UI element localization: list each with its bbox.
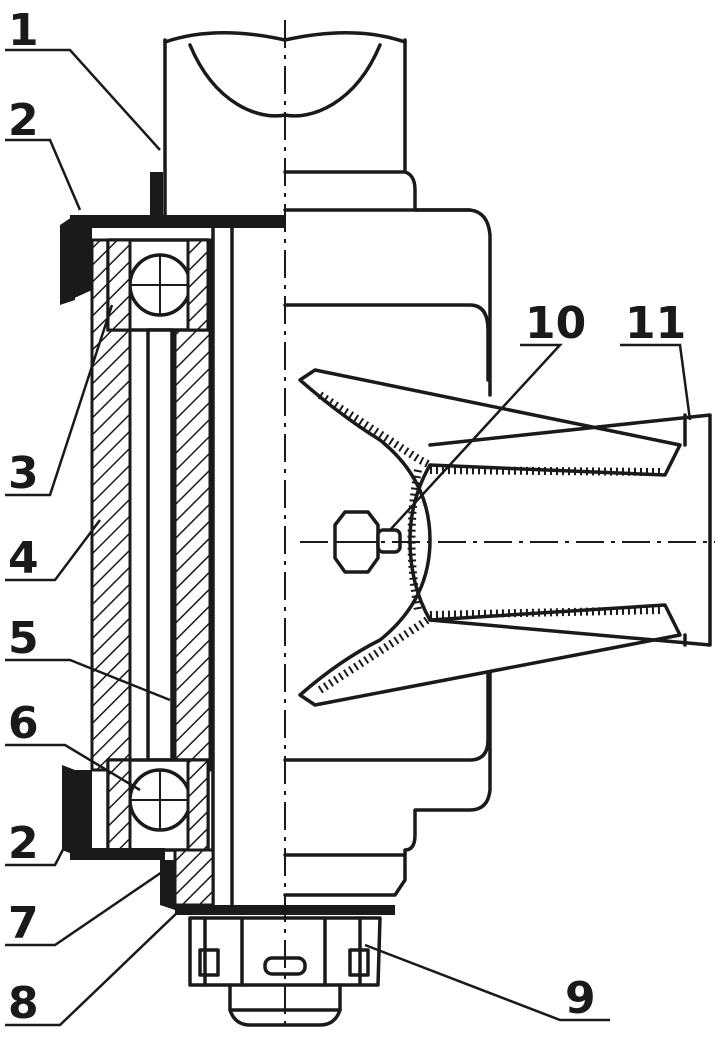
label-2-top: 2 <box>8 95 39 146</box>
label-11: 11 <box>625 298 686 349</box>
part-labels: 1 2 3 4 5 6 2 7 8 9 10 11 <box>8 5 686 1029</box>
label-2-bottom: 2 <box>8 818 39 869</box>
label-10: 10 <box>525 298 586 349</box>
label-7: 7 <box>8 898 39 949</box>
leader-lines <box>5 48 692 1027</box>
label-9: 9 <box>565 973 596 1024</box>
housing-right <box>283 170 492 897</box>
section-left <box>60 172 395 915</box>
fork-arm <box>298 368 712 707</box>
label-3: 3 <box>8 448 39 499</box>
label-8: 8 <box>8 978 39 1029</box>
label-5: 5 <box>8 613 39 664</box>
label-1: 1 <box>8 5 39 56</box>
castle-nut <box>188 916 382 1027</box>
label-4: 4 <box>8 533 39 584</box>
label-6: 6 <box>8 698 39 749</box>
